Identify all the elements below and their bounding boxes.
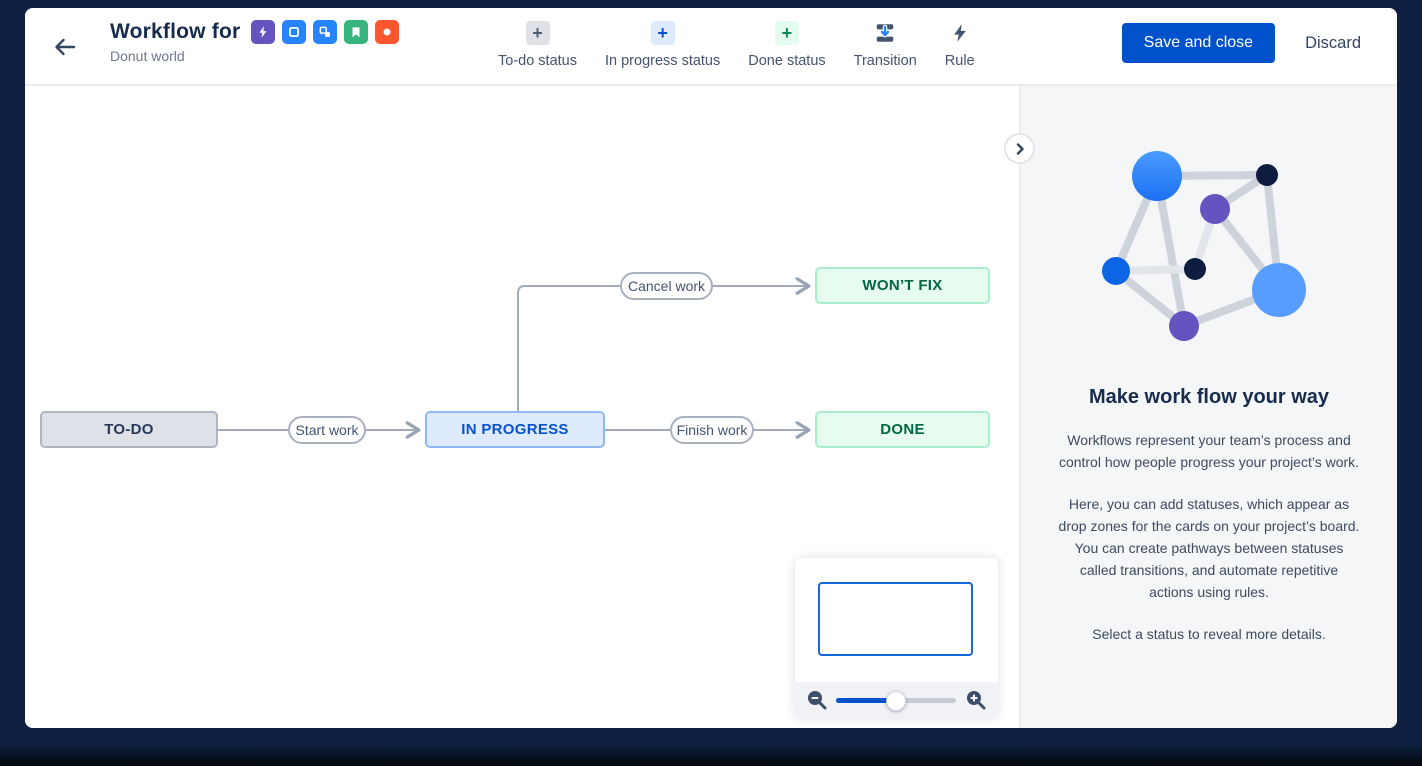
add-rule-button[interactable]: Rule — [945, 21, 975, 69]
transition-icon — [873, 21, 897, 45]
node-navy-center — [1184, 258, 1206, 280]
panel-heading: Make work flow your way — [1088, 386, 1330, 408]
panel-paragraph: Select a status to reveal more details. — [1092, 626, 1326, 642]
story-issue-icon — [344, 20, 369, 44]
bolt-issue-icon — [251, 20, 276, 44]
zoom-in-button[interactable] — [965, 689, 987, 711]
add-inprogress-status-button[interactable]: + In progress status — [605, 21, 720, 69]
zoom-slider-fill — [836, 698, 896, 703]
panel-paragraph: Workflows represent your team’s process … — [1058, 432, 1360, 470]
workflow-canvas[interactable]: TO-DO IN PROGRESS WON’T FIX DONE Start w… — [25, 86, 1019, 728]
status-node-done[interactable]: DONE — [815, 411, 990, 448]
panel-paragraph: Here, you can add statuses, which appear… — [1058, 496, 1360, 600]
node-purple-bottom — [1169, 311, 1199, 341]
issue-type-icons — [251, 20, 400, 44]
magnifier-minus-icon — [808, 691, 827, 710]
node-purple-center — [1200, 194, 1230, 224]
node-navy-top — [1256, 164, 1278, 186]
info-panel: Make work flow your way Workflows repres… — [1019, 86, 1397, 728]
insert-toolbar: + To-do status + In progress status + Do… — [498, 21, 975, 69]
title-group: Workflow for — [110, 20, 400, 64]
editor-main: TO-DO IN PROGRESS WON’T FIX DONE Start w… — [25, 86, 1397, 728]
zoom-out-button[interactable] — [806, 689, 828, 711]
save-and-close-button[interactable]: Save and close — [1121, 23, 1276, 63]
node-lightblue-right — [1252, 263, 1306, 317]
tool-label: Transition — [853, 53, 917, 69]
zoom-bar — [795, 682, 998, 718]
epic-dot-issue-icon — [375, 20, 400, 44]
workflow-editor-window: Workflow for — [25, 8, 1397, 728]
zoom-slider[interactable] — [836, 690, 956, 711]
tool-label: Rule — [944, 53, 975, 69]
add-transition-button[interactable]: Transition — [854, 21, 917, 69]
plus-inprogress-icon: + — [650, 21, 675, 45]
zoom-slider-thumb[interactable] — [886, 690, 906, 711]
subtask-issue-icon — [313, 20, 338, 44]
transition-cancel-work[interactable]: Cancel work — [620, 272, 713, 300]
network-graph-illustration — [1102, 151, 1306, 341]
node-big-blue — [1132, 151, 1182, 201]
header-actions: Save and close Discard — [1121, 23, 1367, 63]
discard-button[interactable]: Discard — [1299, 23, 1367, 63]
status-node-todo[interactable]: TO-DO — [40, 411, 218, 448]
collapse-panel-button[interactable] — [1004, 133, 1035, 164]
minimap-panel — [795, 558, 998, 718]
back-button[interactable] — [48, 30, 82, 64]
project-name: Donut world — [110, 48, 185, 64]
arrow-left-icon — [55, 38, 76, 56]
magnifier-plus-icon — [967, 691, 986, 710]
plus-todo-icon: + — [525, 21, 550, 45]
minimap-viewport[interactable] — [818, 582, 973, 656]
tool-label: To-do status — [498, 53, 577, 69]
tool-label: Done status — [748, 53, 826, 69]
add-todo-status-button[interactable]: + To-do status — [498, 21, 577, 69]
transition-start-work[interactable]: Start work — [288, 416, 366, 444]
status-node-wont-fix[interactable]: WON’T FIX — [815, 267, 990, 304]
node-blue-left — [1102, 257, 1130, 285]
chevron-right-icon — [1016, 142, 1024, 155]
editor-header: Workflow for — [25, 8, 1397, 86]
tool-label: In progress status — [605, 53, 721, 69]
add-done-status-button[interactable]: + Done status — [748, 21, 826, 69]
task-issue-icon — [282, 20, 307, 44]
plus-done-icon: + — [774, 21, 799, 45]
page-title: Workflow for — [110, 20, 241, 43]
transition-finish-work[interactable]: Finish work — [670, 416, 754, 444]
status-node-in-progress[interactable]: IN PROGRESS — [425, 411, 605, 448]
rule-lightning-icon — [948, 21, 972, 45]
